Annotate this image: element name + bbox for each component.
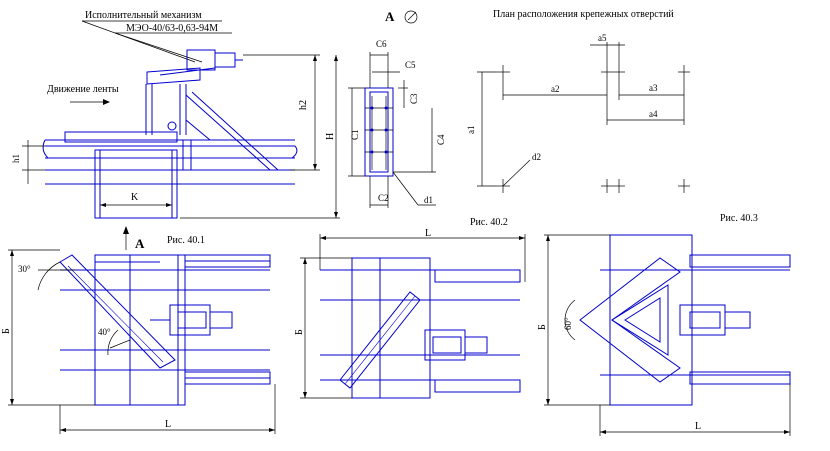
fig-40-2-caption: Рис. 40.2 bbox=[470, 217, 508, 228]
dim-c2: C2 bbox=[378, 193, 389, 203]
dim-c3: C3 bbox=[409, 93, 419, 104]
hole-plan: План расположения крепежных отверстий bbox=[466, 9, 690, 193]
dim-h2: h2 bbox=[298, 100, 309, 110]
dim-b3: Б bbox=[537, 324, 548, 330]
fig-40-1-caption: Рис. 40.1 bbox=[167, 235, 205, 246]
dim-c6: C6 bbox=[376, 39, 387, 49]
figure-40-1: А Рис. 40.1 30° 40° bbox=[1, 226, 276, 434]
dim-a4: a4 bbox=[649, 109, 658, 119]
view-a-title: А bbox=[385, 9, 395, 24]
dim-k: K bbox=[131, 192, 139, 203]
dim-d2: d2 bbox=[532, 152, 541, 162]
figure-40-3: Рис. 40.3 60° Б L bbox=[537, 213, 791, 436]
angle-60: 60° bbox=[563, 317, 573, 330]
dim-l2: L bbox=[425, 228, 431, 239]
dim-l1: L bbox=[165, 419, 171, 430]
dim-c1: C1 bbox=[350, 129, 360, 140]
dim-d1: d1 bbox=[424, 195, 433, 205]
dim-b2: Б bbox=[294, 329, 305, 335]
figure-40-2: Рис. 40.2 Б L bbox=[294, 217, 526, 399]
view-a-bottom-label: А bbox=[135, 236, 145, 251]
dim-a3: a3 bbox=[649, 83, 658, 93]
dim-H: H bbox=[325, 133, 336, 140]
belt-motion-label: Движение ленты bbox=[47, 84, 119, 95]
mechanism-model-label: МЭО-40/63-0,63-94М bbox=[126, 23, 218, 34]
mechanism-label: Исполнительный механизм bbox=[85, 10, 202, 21]
dim-l3: L bbox=[695, 421, 701, 432]
dim-a1: a1 bbox=[466, 126, 476, 135]
side-view: Исполнительный механизм МЭО-40/63-0,63-9… bbox=[11, 10, 340, 219]
hole-plan-title: План расположения крепежных отверстий bbox=[493, 9, 674, 20]
fig-40-3-caption: Рис. 40.3 bbox=[720, 213, 758, 224]
dim-c4: C4 bbox=[436, 134, 446, 145]
dim-b1: Б bbox=[1, 328, 12, 334]
dim-c5: C5 bbox=[405, 60, 416, 70]
angle-30: 30° bbox=[18, 264, 31, 274]
dim-a2: a2 bbox=[551, 84, 560, 94]
dim-a5: a5 bbox=[598, 33, 607, 43]
view-a: А C6 C5 C3 C4 bbox=[348, 9, 446, 208]
angle-40: 40° bbox=[98, 327, 111, 337]
dim-h1: h1 bbox=[11, 154, 21, 163]
